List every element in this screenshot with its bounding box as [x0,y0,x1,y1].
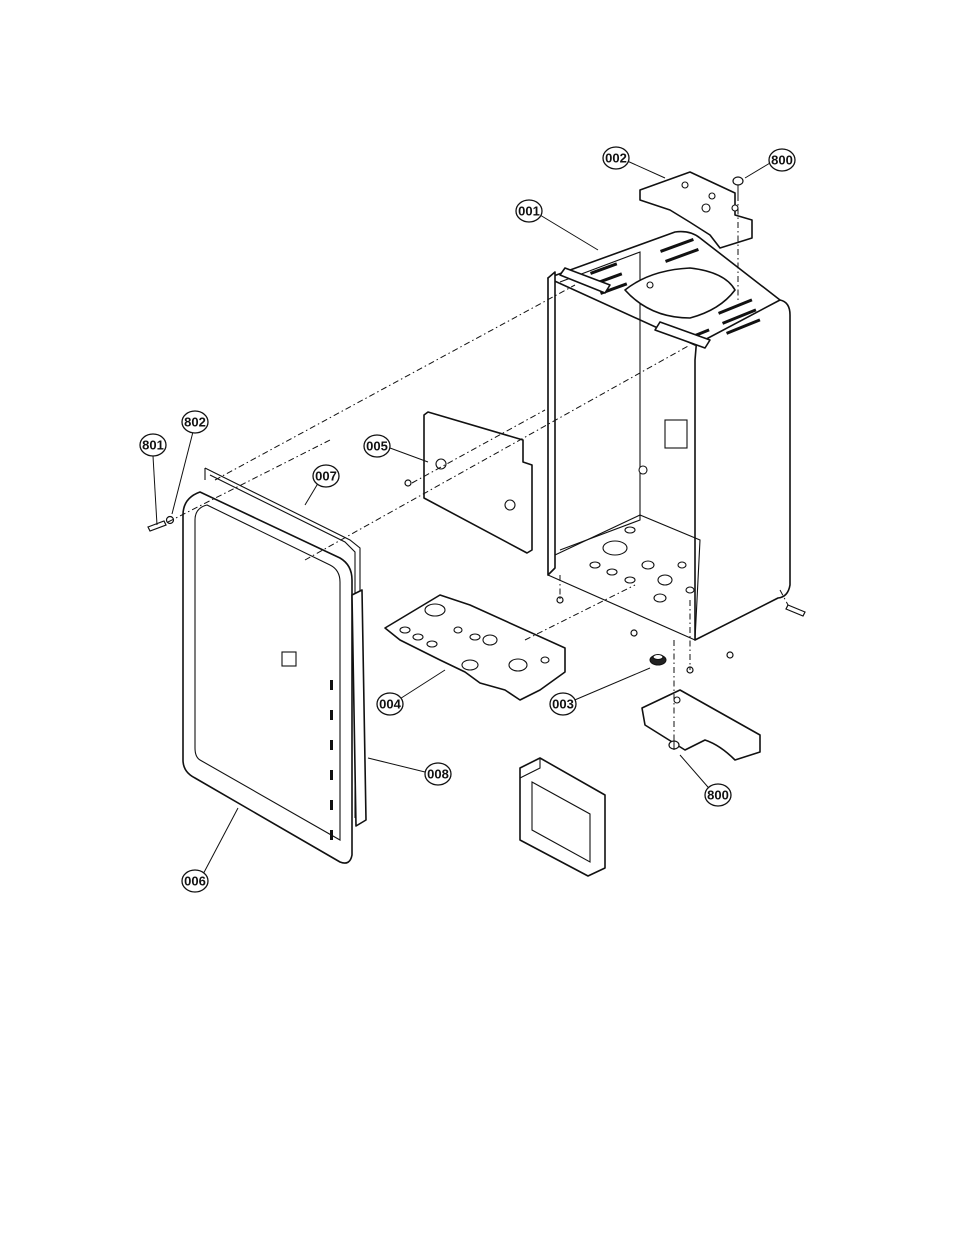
callout-label-003: 003 [552,697,574,712]
callout-800-top: 800 [769,149,795,171]
callout-label-001: 001 [518,204,540,219]
callout-006: 006 [182,870,208,892]
screw-005 [405,480,411,486]
callout-label-005: 005 [366,439,388,454]
callout-label-800-bottom: 800 [707,788,729,803]
callout-005: 005 [364,435,390,457]
callout-label-008: 008 [427,767,449,782]
inner-plate-005 [424,412,532,553]
callout-label-004: 004 [379,697,401,712]
base-plate-004 [385,595,565,700]
callout-001: 001 [516,200,542,222]
screw-side [786,605,805,616]
callout-label-802: 802 [184,415,206,430]
cabinet-casing-001 [548,232,790,640]
grommet-003 [650,655,666,666]
bottom-bracket [642,690,760,760]
front-cover-006 [183,492,352,863]
callout-004: 004 [377,693,403,715]
callout-002: 002 [603,147,629,169]
callout-label-801: 801 [142,438,164,453]
callout-label-007: 007 [315,469,337,484]
callout-802: 802 [182,411,208,433]
callout-801: 801 [140,434,166,456]
side-seal-008 [352,590,366,826]
screw-base-2 [631,630,637,636]
callout-007: 007 [313,465,339,487]
screw-base-4 [727,652,733,658]
callout-label-002: 002 [605,151,627,166]
callout-003: 003 [550,693,576,715]
callout-label-800-top: 800 [771,153,793,168]
callout-008: 008 [425,763,451,785]
remote-controller [520,758,605,876]
callout-800-bottom: 800 [705,784,731,806]
callout-label-006: 006 [184,874,206,889]
